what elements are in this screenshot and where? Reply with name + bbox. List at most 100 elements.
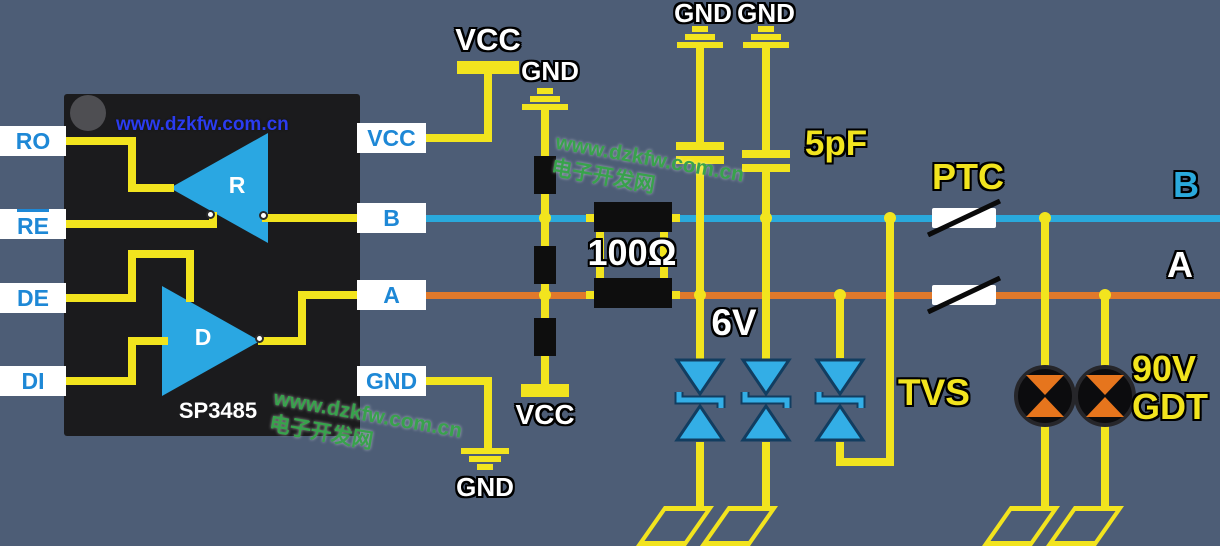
driver-amp-triangle	[162, 286, 260, 396]
ground-symbol	[537, 88, 553, 94]
ptc-label: PTC	[932, 156, 1004, 197]
junction-dot	[255, 334, 264, 343]
bypass-capacitor-plate	[742, 164, 790, 172]
wire-segment	[762, 222, 770, 360]
junction-dot	[694, 289, 706, 301]
wire-segment	[298, 291, 360, 299]
tvs-diode	[740, 358, 792, 442]
chip-part-number: SP3485	[178, 398, 258, 423]
pin-label-gnd: GND	[357, 366, 426, 396]
ground-symbol	[743, 42, 789, 48]
junction-dot	[539, 212, 551, 224]
earth-pad	[699, 506, 779, 546]
wire-segment	[1041, 426, 1049, 506]
wire-segment	[258, 337, 306, 345]
pin-label-a-text: A	[383, 281, 400, 308]
earth-pad	[981, 506, 1061, 546]
junction-dot	[1039, 212, 1051, 224]
vcc-top-label: VCC	[455, 22, 521, 57]
gnd-cap-right-label: GND	[737, 0, 795, 28]
pin1-marker-dimple	[70, 95, 106, 131]
ptc-fuse	[926, 276, 1002, 314]
wire-segment	[1041, 218, 1049, 366]
wire-segment	[1101, 298, 1109, 366]
ground-symbol	[477, 464, 493, 470]
wire-segment	[541, 224, 549, 248]
wire-segment	[762, 442, 770, 506]
gdt-tube	[1074, 365, 1136, 427]
gdt-voltage-label: 90V	[1132, 348, 1197, 389]
pin-label-vcc: VCC	[357, 123, 426, 153]
vcc-bias-label: VCC	[515, 399, 575, 430]
pin-label-di: DI	[0, 366, 66, 396]
wire-segment	[541, 356, 549, 386]
earth-pad	[635, 506, 715, 546]
pin-label-a: A	[357, 280, 426, 310]
pin-label-b-text: B	[383, 204, 400, 231]
wire-segment	[209, 212, 217, 228]
tvs-diode	[814, 358, 866, 442]
pin-label-b: B	[357, 203, 426, 233]
pin-label-vcc-text: VCC	[367, 124, 416, 151]
bypass-capacitor-plate	[676, 156, 724, 164]
capacitance-label: 5pF	[804, 124, 868, 163]
driver-amp-label: D	[194, 324, 212, 350]
wire-segment	[886, 218, 894, 466]
wire-segment	[541, 194, 549, 224]
wire-segment	[128, 337, 136, 385]
wire-segment	[696, 298, 704, 360]
wire-segment	[426, 377, 492, 385]
bypass-capacitor-plate	[676, 142, 724, 150]
wire-segment	[541, 110, 549, 158]
junction-dot	[1099, 289, 1111, 301]
wire-segment	[128, 184, 174, 192]
wire-segment	[596, 215, 604, 299]
pin-label-ro-text: RO	[15, 127, 51, 154]
vcc-rail-symbol	[457, 61, 519, 74]
wire-segment	[762, 172, 770, 222]
b-bus-label: B	[1173, 164, 1199, 205]
pin-label-ro: RO	[0, 126, 66, 156]
wire-segment	[836, 298, 844, 358]
wire-segment	[64, 220, 217, 228]
bypass-capacitor-plate	[742, 150, 790, 158]
receiver-amp-label: R	[228, 172, 246, 198]
ground-symbol	[758, 26, 774, 32]
wire-segment	[128, 337, 168, 345]
wire-segment	[64, 377, 136, 385]
watermark-green: www.dzkfw.com.cn 电子开发网	[267, 386, 464, 471]
wire-segment	[298, 291, 306, 345]
a-bus-label: A	[1167, 244, 1193, 285]
pin-label-re-text: RE	[17, 208, 49, 240]
termination-resistor	[594, 278, 672, 308]
wire-segment	[836, 442, 844, 466]
ptc-fuse	[926, 199, 1002, 237]
tvs-voltage-label: 6V	[711, 302, 757, 343]
pin-label-gnd-text: GND	[365, 367, 418, 394]
wire-segment	[64, 294, 136, 302]
termination-resistor-label: 100Ω	[587, 232, 677, 273]
junction-dot	[884, 212, 896, 224]
wire-segment	[128, 250, 136, 302]
junction-dot	[206, 210, 215, 219]
a-bus-line	[426, 292, 1220, 299]
pin-label-re: RE	[0, 208, 66, 240]
ground-symbol	[685, 34, 715, 40]
bias-resistor	[534, 156, 556, 194]
pin-label-di-text: DI	[21, 367, 45, 394]
junction-dot	[259, 211, 268, 220]
pin-label-de: DE	[0, 283, 66, 313]
wire-segment	[836, 458, 894, 466]
wire-segment	[696, 48, 704, 142]
ground-symbol	[522, 104, 568, 110]
gdt-tube	[1014, 365, 1076, 427]
receiver-amp-triangle	[170, 133, 268, 243]
tvs-diode	[674, 358, 726, 442]
bias-resistor	[534, 246, 556, 284]
ground-symbol	[677, 42, 723, 48]
gnd-bias-label: GND	[521, 56, 579, 86]
wire-segment	[484, 377, 492, 450]
junction-dot	[834, 289, 846, 301]
junction-dot	[760, 212, 772, 224]
